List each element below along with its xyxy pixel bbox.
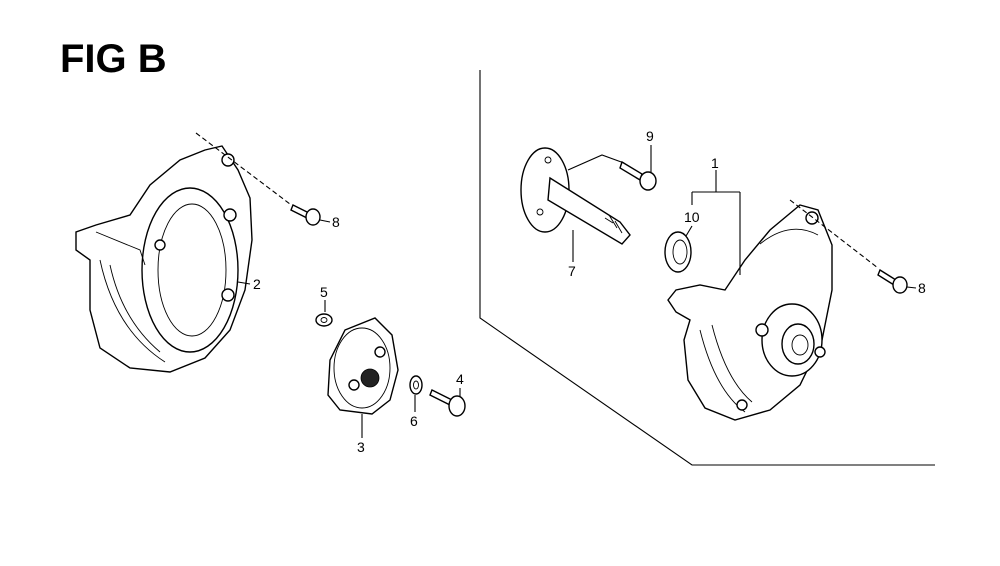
callout-6: 6 xyxy=(410,413,418,429)
bolt-part-4 xyxy=(429,389,466,417)
washer-part-6 xyxy=(409,375,423,395)
figure-title: FIG B xyxy=(60,37,167,81)
callout-7: 7 xyxy=(568,263,576,279)
callout-1: 1 xyxy=(711,155,719,171)
bearing-part-10 xyxy=(664,231,692,273)
bolt-part-8-right xyxy=(877,268,908,294)
drive-shaft-part-7 xyxy=(520,147,631,245)
callout-9: 9 xyxy=(646,128,654,144)
bolt-part-9 xyxy=(619,160,657,191)
callout-10: 10 xyxy=(684,209,700,225)
nut-part-5 xyxy=(315,313,333,327)
callout-8-left: 8 xyxy=(332,214,340,230)
clutch-housing-left xyxy=(75,145,253,373)
bolt-part-8-left xyxy=(290,204,321,226)
clutch-shoe-assembly xyxy=(327,317,399,415)
callout-5: 5 xyxy=(320,284,328,300)
callout-4: 4 xyxy=(456,371,464,387)
subassembly-frame xyxy=(479,70,935,466)
clutch-housing-right xyxy=(667,204,833,421)
callout-2: 2 xyxy=(253,276,261,292)
callout-numbers: 1 2 3 4 5 6 7 8 8 9 10 xyxy=(253,128,926,455)
leader-lines xyxy=(195,132,917,438)
callout-3: 3 xyxy=(357,439,365,455)
callout-8-right: 8 xyxy=(918,280,926,296)
